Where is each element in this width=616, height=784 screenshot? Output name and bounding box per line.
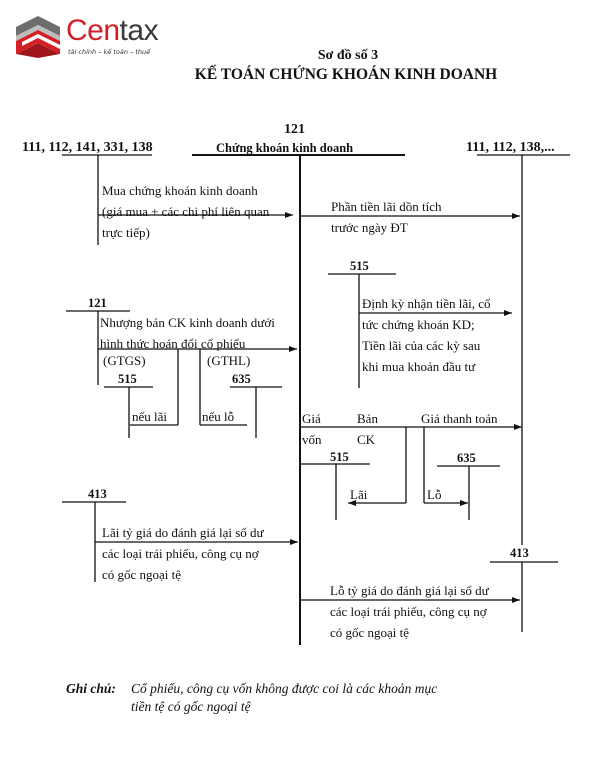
account-515-right: 515 — [350, 259, 369, 273]
entry-accrued-line2: trước ngày ĐT — [331, 220, 408, 235]
label-loss: Lỗ — [427, 487, 442, 502]
entry-fx-gain-line2: các loại trái phiếu, công cụ nợ — [102, 546, 259, 561]
diagram-title: KẾ TOÁN CHỨNG KHOÁN KINH DOANH — [194, 66, 498, 83]
entry-swap-line2: hình thức hoán đổi cổ phiếu — [100, 336, 246, 351]
entry-buy-line1: Mua chứng khoán kinh doanh — [102, 183, 258, 198]
label-sell: Bán CK — [357, 408, 378, 450]
entry-swap: Nhượng bán CK kinh doanh dưới hình thức … — [100, 312, 275, 354]
account-515-left: 515 — [118, 372, 137, 386]
account-right-top: 111, 112, 138,... — [466, 140, 555, 155]
note-label: Ghi chú: — [66, 681, 116, 696]
label-payment-price: Giá thanh toán — [421, 411, 498, 426]
account-635-mid: 635 — [457, 451, 476, 465]
entry-buy-line3: trực tiếp) — [102, 225, 150, 240]
account-413-right: 413 — [510, 546, 529, 560]
label-gain: Lãi — [350, 487, 368, 502]
label-if-loss: nếu lỗ — [202, 409, 235, 424]
logo-wordmark: Centax — [66, 14, 159, 48]
label-sell-line2: CK — [357, 432, 376, 447]
logo-brand-red: Cen — [66, 14, 120, 47]
logo-tagline: tài chính – kế toán – thuế — [68, 48, 151, 56]
entry-accrued-line1: Phần tiền lãi dồn tích — [331, 199, 442, 214]
account-413-left: 413 — [88, 487, 107, 501]
label-gthl: (GTHL) — [207, 353, 251, 368]
entry-swap-line1: Nhượng bán CK kinh doanh dưới — [100, 315, 275, 330]
entry-fx-loss-line2: các loại trái phiếu, công cụ nợ — [330, 604, 487, 619]
diagram-number: Sơ đồ số 3 — [317, 48, 379, 63]
label-cost-line2: vốn — [302, 432, 322, 447]
entry-periodic-interest: Định kỳ nhận tiền lãi, cổ tức chứng khoá… — [362, 293, 491, 377]
entry-periodic-line3: Tiền lãi của các kỳ sau — [362, 338, 481, 353]
label-sell-line1: Bán — [357, 411, 378, 426]
entry-periodic-line1: Định kỳ nhận tiền lãi, cổ — [362, 296, 491, 311]
entry-buy-line2: (giá mua + các chi phí liên quan — [102, 204, 270, 219]
label-if-gain: nếu lãi — [132, 409, 168, 424]
entry-fx-gain-line3: có gốc ngoại tệ — [102, 567, 182, 582]
account-121-number: 121 — [284, 122, 305, 137]
entry-fx-loss: Lỗ tỷ giá do đánh giá lại số dư các loại… — [330, 580, 489, 643]
entry-fx-loss-line3: có gốc ngoại tệ — [330, 625, 410, 640]
label-cost: Giá vốn — [302, 408, 322, 450]
logo-cube-icon — [16, 16, 60, 58]
entry-accrued-interest: Phần tiền lãi dồn tích trước ngày ĐT — [331, 196, 441, 238]
account-121-left: 121 — [88, 296, 107, 310]
note-line1: Cổ phiếu, công cụ vốn không được coi là … — [131, 681, 438, 696]
account-515-mid: 515 — [330, 450, 349, 464]
entry-buy: Mua chứng khoán kinh doanh (giá mua + cá… — [102, 180, 269, 243]
account-121-name: Chứng khoán kinh doanh — [216, 141, 354, 155]
label-gtgs: (GTGS) — [103, 353, 146, 368]
entry-fx-gain: Lãi tỷ giá do đánh giá lại số dư các loạ… — [102, 522, 264, 585]
note-line2: tiền tệ có gốc ngoại tệ — [131, 699, 251, 714]
account-left-top: 111, 112, 141, 331, 138 — [22, 140, 153, 155]
entry-periodic-line2: tức chứng khoán KD; — [362, 317, 475, 332]
entry-fx-loss-line1: Lỗ tỷ giá do đánh giá lại số dư — [330, 583, 489, 598]
account-635-left: 635 — [232, 372, 251, 386]
centax-logo: Centax tài chính – kế toán – thuế — [14, 14, 184, 60]
entry-periodic-line4: khi mua khoản đầu tư — [362, 359, 476, 374]
note-text: Cổ phiếu, công cụ vốn không được coi là … — [131, 680, 437, 716]
label-cost-line1: Giá — [302, 411, 321, 426]
logo-brand-dark: tax — [119, 14, 159, 47]
entry-fx-gain-line1: Lãi tỷ giá do đánh giá lại số dư — [102, 525, 264, 540]
